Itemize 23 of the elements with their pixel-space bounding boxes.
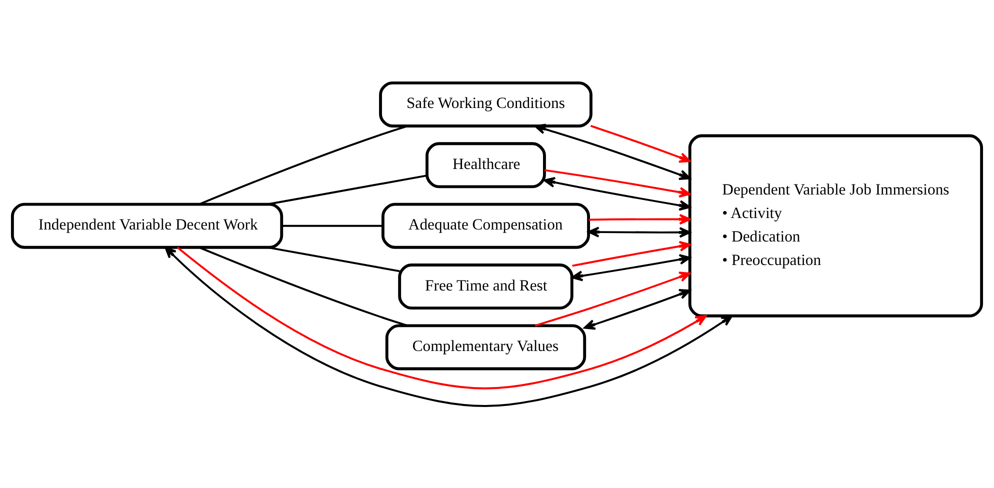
arrow [584, 288, 691, 330]
connector [198, 246, 408, 326]
connector [268, 174, 427, 205]
node-box: Safe Working Conditions [379, 80, 592, 127]
connector [198, 124, 408, 205]
node-box: Healthcare [426, 142, 546, 188]
arrow [534, 123, 691, 180]
arrow [544, 168, 691, 198]
arrow [544, 176, 691, 210]
arrow [176, 246, 707, 389]
arrow [588, 213, 691, 224]
arrow [572, 240, 691, 266]
node-box: Independent Variable Decent Work [10, 202, 284, 248]
arrow [590, 124, 691, 162]
node-box: Adequate Compensation [381, 202, 590, 248]
connector [282, 224, 383, 226]
arrow [164, 246, 733, 406]
arrow [571, 254, 691, 281]
node-box: Complementary Values [385, 324, 586, 370]
node-box: Free Time and Rest [398, 263, 574, 310]
connector [268, 246, 400, 272]
node-box: Dependent Variable Job Immersions • Activity • Dedication • Preoccupation [688, 134, 984, 317]
arrow [588, 226, 691, 238]
